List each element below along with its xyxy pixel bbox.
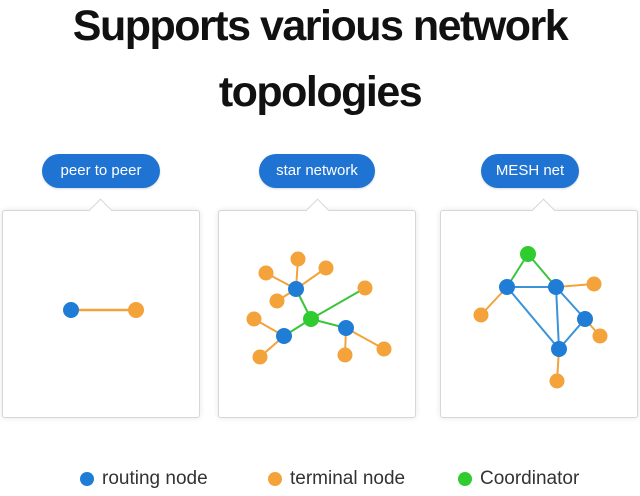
link	[506, 286, 560, 350]
terminal-node	[357, 280, 373, 296]
terminal-node	[376, 341, 392, 357]
star-network-diagram	[246, 251, 392, 365]
terminal-node	[128, 302, 144, 318]
routing-node	[551, 341, 567, 357]
routing-node-dot-icon	[80, 472, 94, 486]
terminal-node	[246, 311, 262, 327]
terminal-node	[290, 251, 306, 267]
routing-node	[577, 311, 593, 327]
star-network-panel	[218, 198, 416, 418]
terminal-node	[592, 328, 608, 344]
legend-terminal-node: terminal node	[268, 468, 405, 490]
terminal-node	[549, 373, 565, 389]
link	[310, 287, 366, 320]
peer-to-peer-label: peer to peer	[42, 154, 160, 188]
mesh-net-diagram	[473, 246, 608, 389]
legend-routing-node: routing node	[80, 468, 208, 490]
routing-node	[276, 328, 292, 344]
legend-label: routing node	[102, 468, 208, 489]
routing-node	[63, 302, 79, 318]
routing-node	[288, 281, 304, 297]
terminal-node	[318, 260, 334, 276]
coordinator-node	[520, 246, 536, 262]
peer-to-peer-diagram	[63, 302, 144, 318]
terminal-node	[269, 293, 285, 309]
page-title-line-2: topologies	[218, 68, 423, 116]
link	[555, 286, 560, 350]
coordinator-node	[303, 311, 319, 327]
terminal-node	[337, 347, 353, 363]
mesh-net-panel	[440, 198, 638, 418]
legend-label: terminal node	[290, 468, 406, 489]
terminal-node	[586, 276, 602, 292]
legend-label: Coordinator	[480, 468, 580, 489]
terminal-node	[258, 265, 274, 281]
mesh-net-label: MESH net	[481, 154, 579, 188]
routing-node	[338, 320, 354, 336]
page-title-line-1: Supports various network	[72, 2, 569, 50]
legend: routing node terminal node Coordinator	[0, 468, 640, 494]
peer-to-peer-panel	[2, 198, 200, 418]
terminal-node	[252, 349, 268, 365]
routing-node	[499, 279, 515, 295]
terminal-node	[473, 307, 489, 323]
coordinator-dot-icon	[458, 472, 472, 486]
legend-coordinator: Coordinator	[458, 468, 579, 490]
star-network-label: star network	[259, 154, 375, 188]
routing-node	[548, 279, 564, 295]
terminal-node-dot-icon	[268, 472, 282, 486]
